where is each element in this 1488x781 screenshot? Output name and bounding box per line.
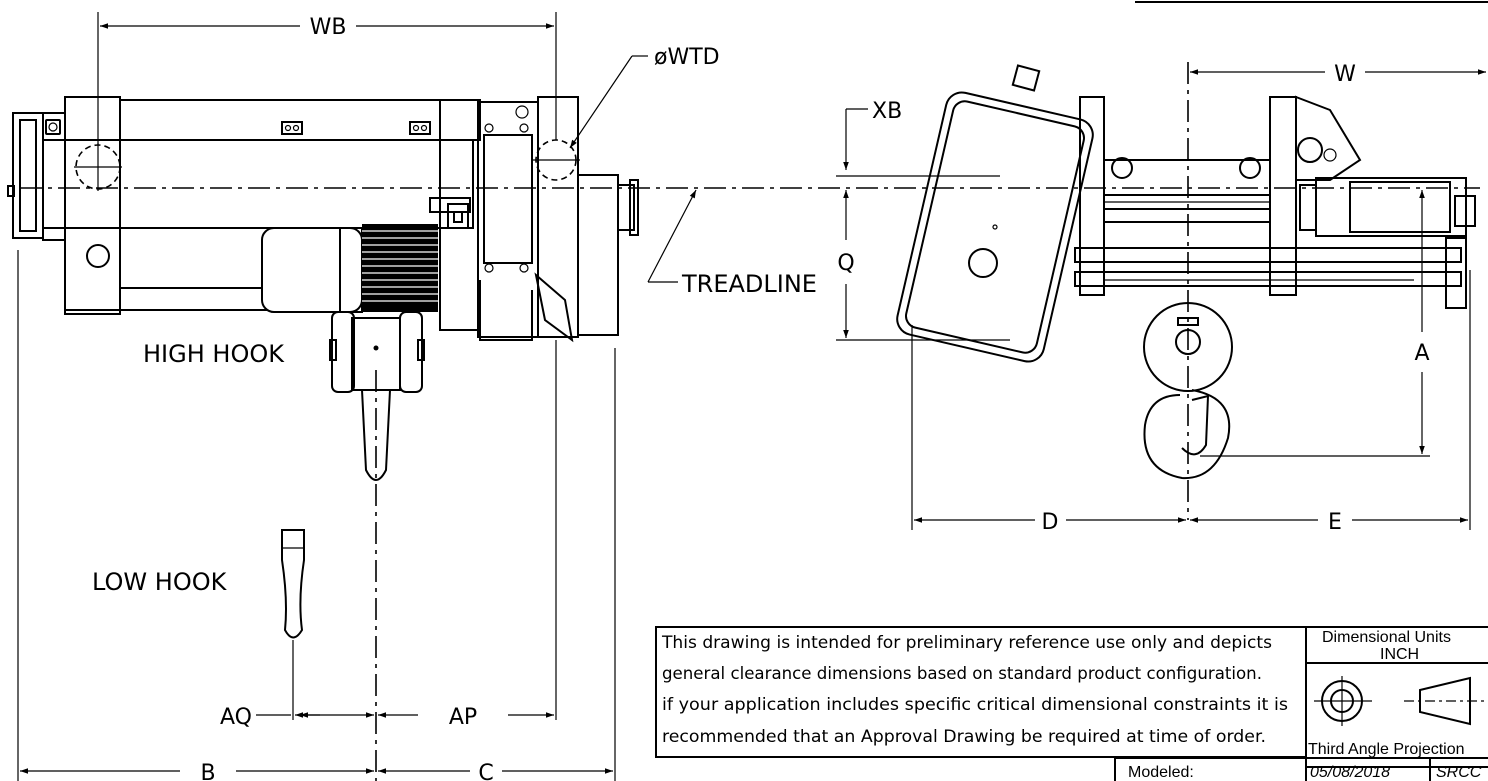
units-value: INCH: [1380, 646, 1419, 663]
title-block: Dimensional Units INCH Third Angle Proje…: [1114, 626, 1488, 781]
units-label: Dimensional Units: [1322, 629, 1451, 646]
dim-d-e: D E: [911, 270, 1471, 535]
dim-w: W: [1190, 62, 1486, 87]
dim-label-ap: AP: [449, 705, 477, 730]
dim-b-c: B C: [17, 250, 616, 781]
low-hook-label: LOW HOOK: [92, 568, 228, 596]
dim-label-w: W: [1334, 62, 1356, 87]
dim-label-c: C: [478, 761, 493, 781]
note-line-2: general clearance dimensions based on st…: [662, 664, 1262, 683]
dim-aq-ap: AQ AP: [220, 340, 557, 730]
dim-label-wb: WB: [310, 15, 347, 40]
note-line-4: recommended that an Approval Drawing be …: [662, 727, 1266, 746]
motor-fins: [362, 224, 438, 312]
high-hook-label: HIGH HOOK: [143, 340, 285, 368]
date-value: 05/08/2018: [1310, 764, 1390, 781]
dim-wtd: øWTD: [569, 45, 720, 149]
side-view: [7, 96, 639, 639]
dim-label-wtd: øWTD: [654, 45, 720, 70]
treadline-leader: TREADLINE: [647, 189, 817, 298]
projection-label: Third Angle Projection: [1308, 741, 1465, 758]
dim-label-e: E: [1328, 510, 1342, 535]
dim-label-aq: AQ: [220, 705, 252, 730]
dim-label-q: Q: [837, 251, 854, 276]
initials-value: SRCC: [1436, 764, 1482, 781]
note-line-3: if your application includes specific cr…: [662, 695, 1288, 714]
treadline-label: TREADLINE: [681, 270, 817, 298]
note-line-1: This drawing is intended for preliminary…: [661, 633, 1272, 652]
dim-label-b: B: [200, 761, 215, 781]
dim-xb-q: XB Q: [836, 99, 1010, 341]
dim-label-d: D: [1042, 510, 1059, 535]
dim-a: A: [1200, 190, 1430, 457]
dim-label-a: A: [1414, 341, 1429, 366]
note-box: This drawing is intended for preliminary…: [655, 626, 1307, 758]
dim-label-xb: XB: [872, 99, 902, 124]
modeled-label: Modeled:: [1128, 764, 1194, 781]
dim-wb: WB: [97, 12, 557, 145]
end-view: [896, 64, 1476, 480]
